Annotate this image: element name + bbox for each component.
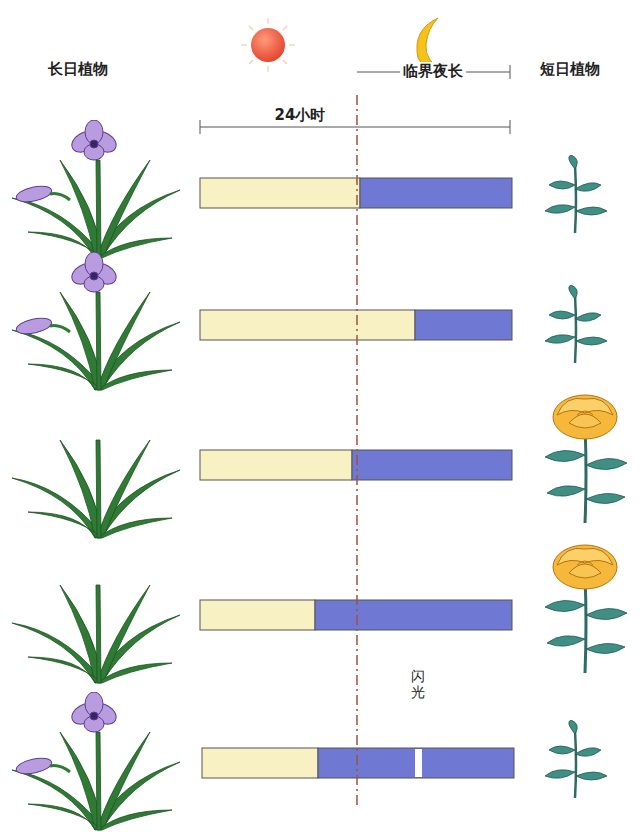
diagram-label: 短日植物 (540, 60, 600, 78)
flash-label: 闪光 (411, 669, 425, 700)
diagram-label: 临界夜长 (400, 62, 466, 80)
diagram-label: 长日植物 (48, 60, 108, 78)
diagram-label: 24小时 (272, 106, 329, 124)
